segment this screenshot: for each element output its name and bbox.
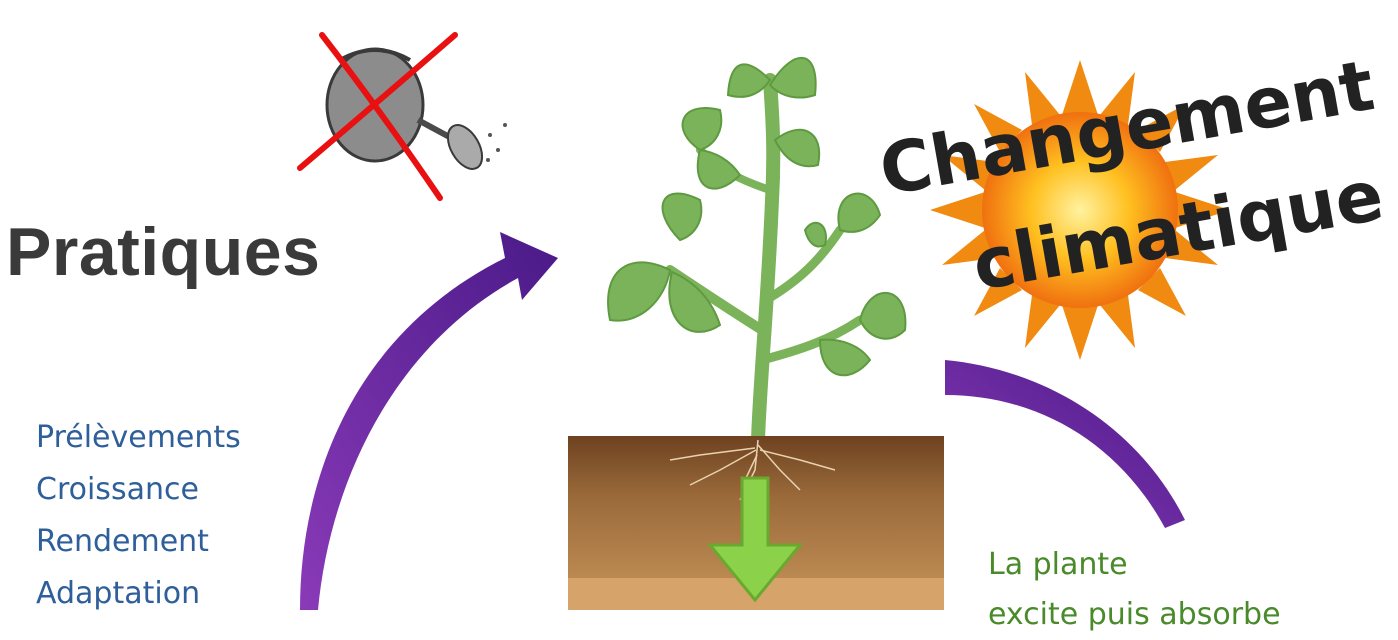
factor-item: Adaptation bbox=[36, 568, 241, 620]
factor-item: Croissance bbox=[36, 464, 241, 516]
factor-item: Prélèvements bbox=[36, 412, 241, 464]
caption-line-2: excite puis absorbe bbox=[988, 590, 1281, 640]
factor-item: Rendement bbox=[36, 516, 241, 568]
plant-icon bbox=[608, 58, 905, 440]
practices-title: Pratiques bbox=[6, 212, 320, 292]
plant-caption: La plante excite puis absorbe bbox=[988, 540, 1281, 640]
factor-list: Prélèvements Croissance Rendement Adapta… bbox=[36, 412, 241, 620]
climate-arrow bbox=[945, 360, 1185, 528]
caption-line-1: La plante bbox=[988, 540, 1281, 590]
practices-arrow bbox=[300, 232, 558, 610]
